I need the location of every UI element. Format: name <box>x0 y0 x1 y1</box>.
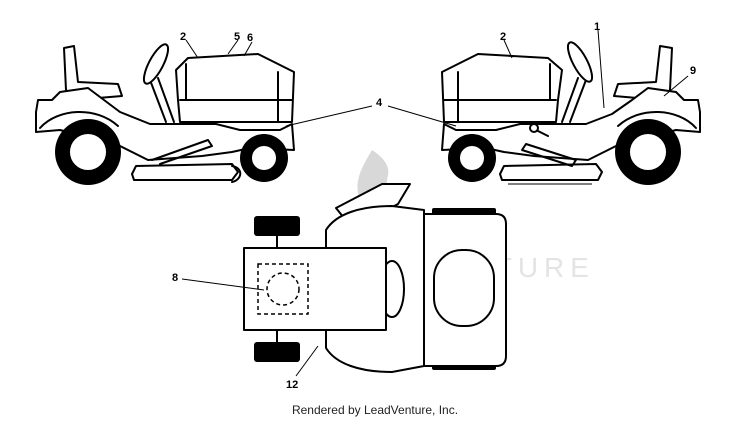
callout-2-left: 2 <box>180 31 186 43</box>
tractor-top-view <box>243 183 507 373</box>
callout-9: 9 <box>690 65 696 77</box>
callout-5: 5 <box>234 31 240 43</box>
render-credit: Rendered by LeadVenture, Inc. <box>291 403 459 417</box>
tractor-left-view <box>35 43 295 185</box>
tractor-right-view <box>441 41 701 185</box>
callout-2-right: 2 <box>500 31 506 43</box>
callout-8: 8 <box>172 272 178 284</box>
callout-6: 6 <box>247 32 253 44</box>
callout-12: 12 <box>286 379 298 391</box>
callouts: 2 5 6 2 1 9 4 8 12 <box>172 21 696 391</box>
leader-lines <box>181 29 689 377</box>
callout-1: 1 <box>594 21 600 33</box>
callout-4: 4 <box>376 97 383 109</box>
